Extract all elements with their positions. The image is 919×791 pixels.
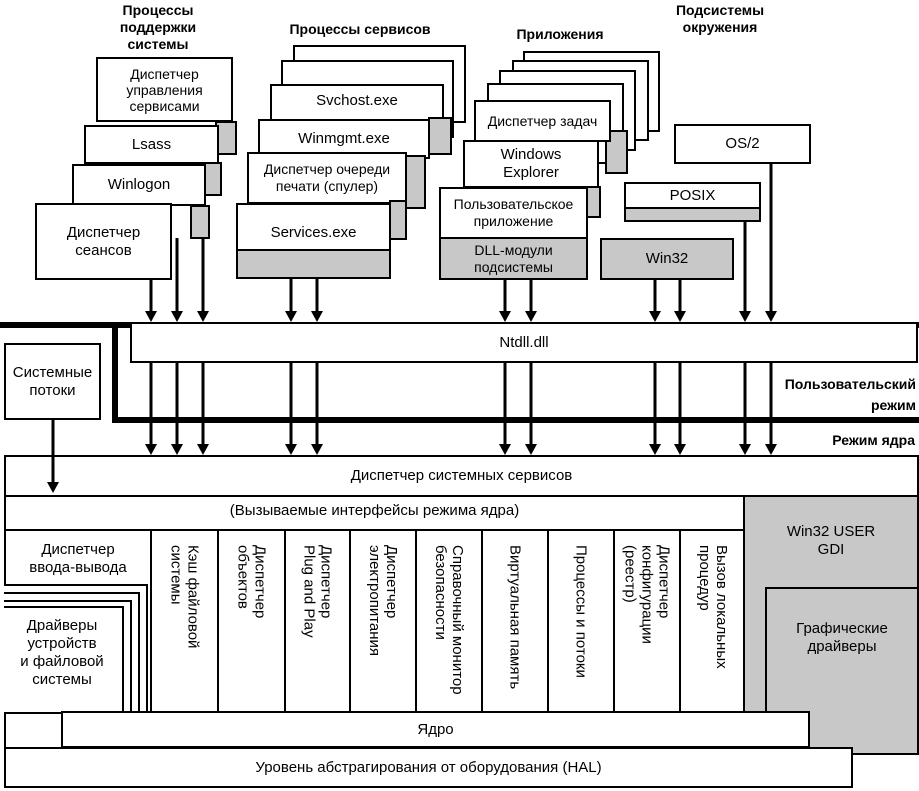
ntdll-to-dispatcher-arrow-6 <box>525 363 537 455</box>
services-exe-gray <box>236 249 391 279</box>
win32-user-gdi-label: Win32 USER GDI <box>786 523 876 558</box>
executive-component-label: Диспетчер Plug and Play <box>300 545 335 638</box>
ntdll-label: Ntdll.dll <box>499 333 549 351</box>
spooler-box: Диспетчер очереди печати (спулер) <box>247 152 407 204</box>
win32-box: Win32 <box>600 238 734 280</box>
executive-component-label: Диспетчер объектов <box>234 545 269 619</box>
posix-label: POSIX <box>669 187 716 204</box>
posix-to-ntdll-arrow <box>739 222 751 322</box>
callable-interfaces-label: (Вызываемые интерфейсы режима ядра) <box>229 502 520 519</box>
system-threads-box: Системные потоки <box>4 343 101 420</box>
os2-to-ntdll-arrow <box>765 164 777 322</box>
executive-component-label: Диспетчер электропитания <box>366 545 400 657</box>
subsystem-dll-label: DLL-модули подсистемы <box>474 241 553 275</box>
services-exe-label: Services.exe <box>270 224 357 241</box>
user-mode-label: Пользовательский режим <box>784 376 916 413</box>
system-threads-arrow <box>47 420 59 493</box>
session-manager-label: Диспетчер сеансов <box>66 223 141 259</box>
mode-left-vertical <box>112 322 118 423</box>
graphics-drivers-label: Графические драйверы <box>796 620 888 655</box>
executive-component-label: Диспетчер конфигурации (реестр) <box>621 545 673 644</box>
io-manager-label: Диспетчер ввода-вывода <box>29 541 127 576</box>
group-label-services: Процессы сервисов <box>289 21 431 37</box>
executive-component-7: Диспетчер конфигурации (реестр) <box>613 531 679 711</box>
ntdll-to-dispatcher-arrow-7 <box>649 363 661 455</box>
ntdll-to-dispatcher-arrow-1 <box>171 363 183 455</box>
smss-to-ntdll-arrow <box>145 280 157 322</box>
spooler-to-ntdll-arrow <box>311 279 323 322</box>
ntdll-to-dispatcher-arrow-9 <box>739 363 751 455</box>
interfaces-divider <box>4 529 745 531</box>
os2-label: OS/2 <box>725 135 760 152</box>
ntdll-to-dispatcher-arrow-3 <box>285 363 297 455</box>
executive-component-4: Справочный монитор безопасности <box>415 531 481 711</box>
group-label-support: Процессы поддержки системы <box>119 2 197 52</box>
hal-box: Уровень абстрагирования от оборудования … <box>4 747 853 788</box>
executive-component-1: Диспетчер объектов <box>217 531 284 711</box>
spooler-label: Диспетчер очереди печати (спулер) <box>263 161 391 194</box>
executive-component-label: Процессы и потоки <box>572 545 590 678</box>
ntdll-to-dispatcher-arrow-0 <box>145 363 157 455</box>
winlogon-box: Winlogon <box>72 164 206 206</box>
scm-label: Диспетчер управления сервисами <box>126 65 203 114</box>
app-to-ntdll-arrow-1 <box>499 280 511 322</box>
system-threads-label: Системные потоки <box>12 363 93 399</box>
kernel-box: Ядро <box>61 711 810 748</box>
ntdll-to-dispatcher-arrow-8 <box>674 363 686 455</box>
kernel-label: Ядро <box>417 720 454 738</box>
lsass-label: Lsass <box>131 135 172 153</box>
subsystem-dll-box: DLL-модули подсистемы <box>439 237 588 280</box>
task-manager-label: Диспетчер задач <box>487 113 598 129</box>
system-service-dispatcher-label: Диспетчер системных сервисов <box>350 467 573 484</box>
user-application-label: Пользовательское приложение <box>453 196 574 229</box>
executive-component-3: Диспетчер электропитания <box>349 531 415 711</box>
executive-component-2: Диспетчер Plug and Play <box>284 531 349 711</box>
executive-component-label: Кэш файловой системы <box>167 545 202 649</box>
executive-component-6: Процессы и потоки <box>547 531 613 711</box>
top-thick-line <box>0 322 130 328</box>
drivers-stack-4 <box>4 606 124 714</box>
session-manager-box: Диспетчер сеансов <box>35 203 172 280</box>
device-drivers-label: Драйверы устройств и файловой системы <box>20 617 104 688</box>
service-control-manager-box: Диспетчер управления сервисами <box>96 57 233 122</box>
posix-gray <box>624 207 761 222</box>
windows-explorer-label: Windows Explorer <box>500 146 562 181</box>
win32-label: Win32 <box>645 250 689 267</box>
lsass-box: Lsass <box>84 125 219 164</box>
ntdll-to-dispatcher-arrow-4 <box>311 363 323 455</box>
ntdll-to-dispatcher-arrow-2 <box>197 363 209 455</box>
winmgmt-label: Winmgmt.exe <box>298 130 390 147</box>
ntdll-to-dispatcher-arrow-5 <box>499 363 511 455</box>
task-manager-box: Диспетчер задач <box>474 100 611 142</box>
os2-box: OS/2 <box>674 124 811 164</box>
svchost-label: Svchost.exe <box>316 92 398 109</box>
winlogon-shadow <box>190 205 210 239</box>
hal-label: Уровень абстрагирования от оборудования … <box>255 758 602 776</box>
group-label-apps: Приложения <box>516 26 604 42</box>
executive-component-0: Кэш файловой системы <box>150 531 217 711</box>
services-to-ntdll-arrow <box>285 279 297 322</box>
executive-component-label: Вызов локальных процедур <box>696 545 730 669</box>
winlogon-to-ntdll-arrow <box>171 238 183 322</box>
executive-component-label: Виртуальная память <box>506 545 524 690</box>
ntdll-box: Ntdll.dll <box>130 322 918 363</box>
win32-to-ntdll-arrow-2 <box>674 280 686 322</box>
app-to-ntdll-arrow-2 <box>525 280 537 322</box>
executive-component-label: Справочный монитор безопасности <box>432 545 466 695</box>
windows-explorer-box: Windows Explorer <box>463 140 599 188</box>
winlogon-label: Winlogon <box>107 176 171 193</box>
win32-to-ntdll-arrow-1 <box>649 280 661 322</box>
ntdll-to-dispatcher-arrow-10 <box>765 363 777 455</box>
kernel-mode-label: Режим ядра <box>832 432 915 448</box>
user-application-box: Пользовательское приложение <box>439 187 588 239</box>
executive-component-8: Вызов локальных процедур <box>679 531 745 711</box>
mode-boundary-line <box>112 417 919 423</box>
executive-component-5: Виртуальная память <box>481 531 547 711</box>
lsass-to-ntdll-arrow <box>197 238 209 322</box>
group-label-env: Подсистемы окружения <box>675 2 765 35</box>
